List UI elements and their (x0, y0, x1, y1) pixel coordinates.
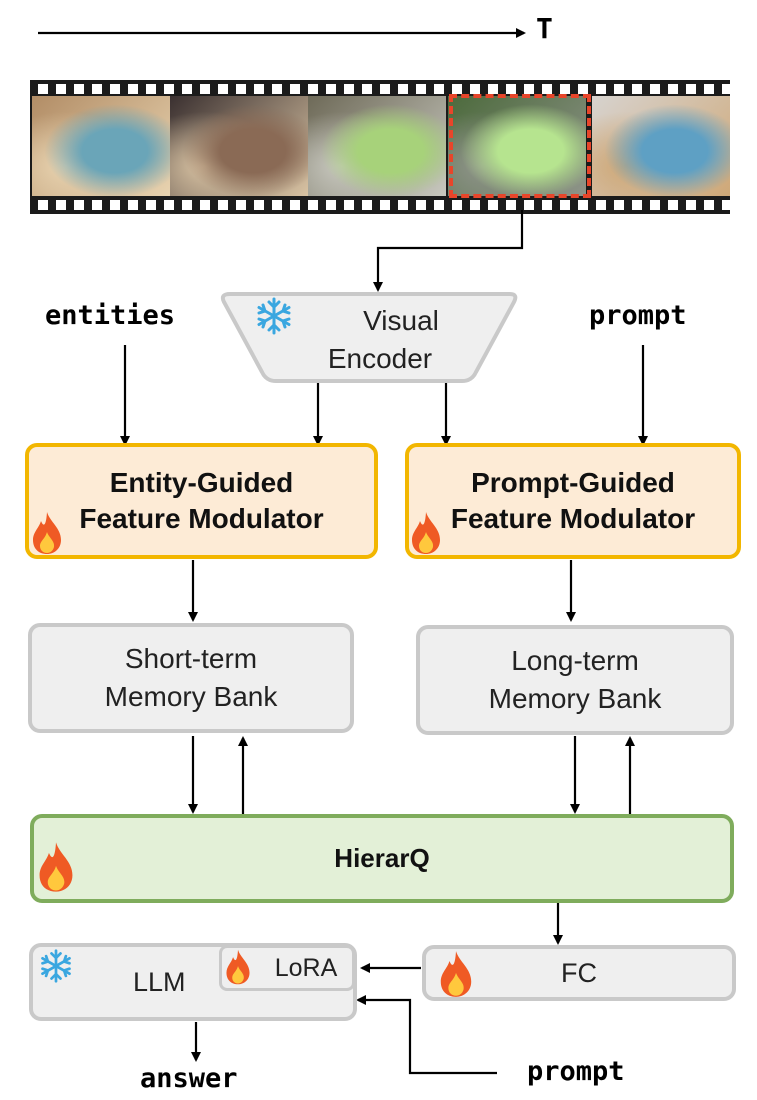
snowflake-icon (38, 948, 74, 984)
film-perforations-bottom (30, 200, 730, 210)
timeline-label: T (536, 12, 553, 45)
llm-label: LLM (133, 967, 186, 997)
flame-icon (224, 948, 252, 986)
visual-encoder-line2: Encoder (327, 343, 433, 374)
film-frame-5 (592, 96, 730, 196)
film-frame-2 (170, 96, 308, 196)
long-term-memory-bank: Long-term Memory Bank (416, 625, 734, 735)
long-memory-line2: Memory Bank (488, 683, 662, 714)
entity-modulator-line1: Entity-Guided (109, 467, 294, 498)
frame-to-encoder-arrow (373, 210, 524, 292)
flame-icon-entity-svg (33, 512, 61, 554)
flame-icon (30, 510, 64, 556)
short-term-memory-bank: Short-term Memory Bank (28, 623, 354, 733)
flame-icon (409, 510, 443, 556)
selected-frame-highlight (449, 94, 591, 198)
visual-encoder-line1: Visual (363, 305, 439, 336)
hierarq-block: HierarQ (30, 814, 734, 903)
snowflake-icon (254, 296, 294, 336)
prompt-input-label-bottom: prompt (527, 1056, 625, 1087)
flame-icon-fc-svg (440, 951, 472, 997)
prompt-to-llm-arrow (356, 995, 497, 1075)
answer-output-label: answer (140, 1063, 238, 1094)
snowflake-icon-llm-svg (41, 949, 71, 983)
flame-icon-lora-svg (226, 949, 250, 985)
prompt-modulator-line2: Feature Modulator (450, 503, 696, 534)
entities-input-label: entities (45, 300, 176, 331)
flame-icon-hierarq-svg (39, 842, 73, 892)
film-frame-3 (308, 96, 446, 196)
hierarq-label: HierarQ (334, 843, 430, 873)
fc-block: FC (422, 945, 736, 1001)
short-memory-line2: Memory Bank (104, 681, 278, 712)
short-memory-line1: Short-term (124, 643, 258, 674)
prompt-modulator-line1: Prompt-Guided (471, 467, 675, 498)
flame-icon (437, 949, 475, 999)
prompt-guided-feature-modulator: Prompt-Guided Feature Modulator (405, 443, 741, 559)
snowflake-icon-encoder-svg (257, 297, 291, 335)
film-frame-1 (32, 96, 170, 196)
film-perforations-top (30, 84, 730, 94)
flame-icon (36, 840, 76, 894)
long-memory-line1: Long-term (511, 645, 639, 676)
fc-label: FC (561, 958, 597, 988)
flame-icon-prompt-svg (412, 512, 440, 554)
lora-label: LoRA (274, 954, 338, 982)
entity-modulator-line2: Feature Modulator (79, 503, 324, 534)
prompt-input-label-top: prompt (589, 300, 687, 331)
entity-guided-feature-modulator: Entity-Guided Feature Modulator (25, 443, 378, 559)
film-frame-4 (448, 96, 586, 196)
visual-encoder: Visual Encoder (280, 302, 480, 378)
